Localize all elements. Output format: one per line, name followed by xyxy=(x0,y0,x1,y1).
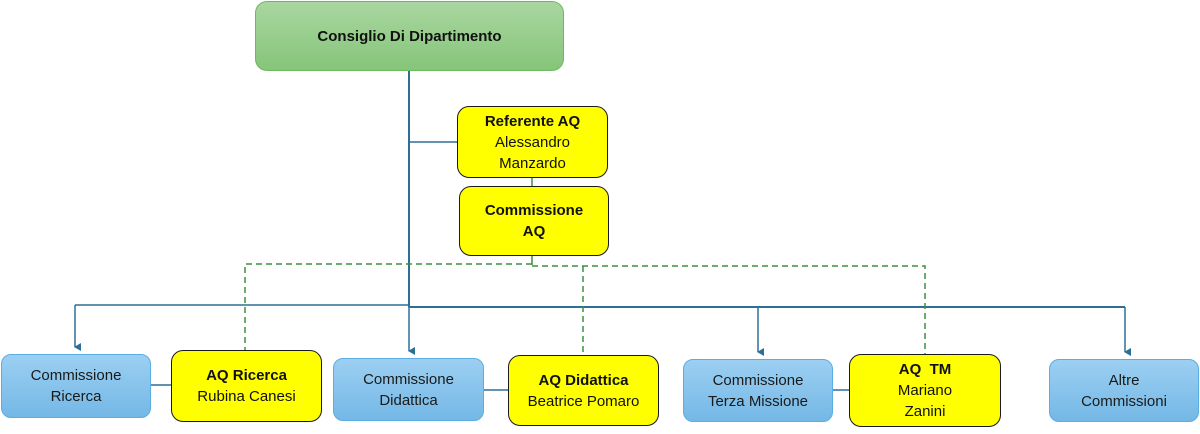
commission-line1: Altre xyxy=(1108,371,1140,389)
commission-line2: Terza Missione xyxy=(707,392,809,410)
dashed-link-aq-tm xyxy=(532,265,926,354)
dashed-quality-links xyxy=(244,255,926,355)
commissione-terza-missione-node: Commissione Terza Missione xyxy=(683,359,833,422)
root-label: Consiglio Di Dipartimento xyxy=(317,27,502,45)
aq-unit-title: AQ Ricerca xyxy=(206,367,287,384)
aq-unit-name-line1: Mariano xyxy=(897,382,953,399)
referente-aq-node: Referente AQ Alessandro Manzardo xyxy=(457,106,608,178)
commissione-aq-node: Commissione AQ xyxy=(459,186,609,256)
commission-line1: Commissione xyxy=(363,370,454,388)
commissione-aq-line2: AQ xyxy=(522,223,546,240)
aq-unit-name-line1: Beatrice Pomaro xyxy=(527,392,640,410)
consiglio-di-dipartimento-node: Consiglio Di Dipartimento xyxy=(255,1,564,71)
altre-commissioni-node: Altre Commissioni xyxy=(1049,359,1199,422)
aq-unit-title: AQ Didattica xyxy=(538,371,629,389)
commission-line2: Ricerca xyxy=(50,388,102,405)
aq-unit-name-line1: Rubina Canesi xyxy=(197,388,296,405)
commission-line1: Commissione xyxy=(30,367,122,384)
commissione-ricerca-node: Commissione Ricerca xyxy=(1,354,151,418)
commissione-didattica-node: Commissione Didattica xyxy=(333,358,484,421)
referente-name-line1: Alessandro xyxy=(494,133,571,151)
dashed-link-aq-ricerca xyxy=(244,263,532,350)
aq-tm-node: AQ TM Mariano Zanini xyxy=(849,354,1001,427)
commission-line1: Commissione xyxy=(712,371,804,389)
referente-title: Referente AQ xyxy=(484,112,581,130)
commission-line2: Didattica xyxy=(379,391,438,409)
commissione-aq-line1: Commissione xyxy=(484,202,584,219)
aq-ricerca-node: AQ Ricerca Rubina Canesi xyxy=(171,350,322,422)
aq-didattica-node: AQ Didattica Beatrice Pomaro xyxy=(508,355,659,426)
referente-name-line2: Manzardo xyxy=(499,154,566,172)
aq-unit-title: AQ TM xyxy=(898,361,952,378)
aq-unit-name-line2: Zanini xyxy=(904,403,946,420)
commission-line2: Commissioni xyxy=(1081,392,1167,410)
